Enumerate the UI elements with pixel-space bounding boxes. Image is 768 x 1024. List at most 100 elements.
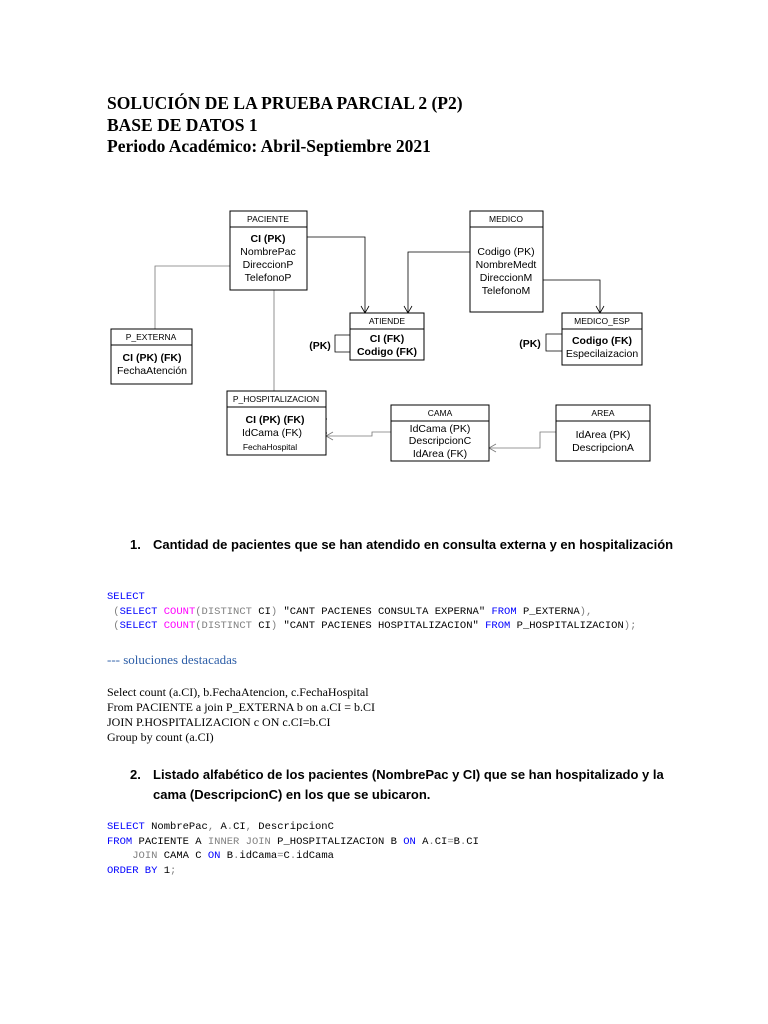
sql-token: CI	[434, 835, 448, 848]
sql-token: B	[220, 850, 234, 862]
sql-token: CI	[233, 821, 246, 833]
entity-attr: DireccionM	[480, 272, 533, 284]
sql-token: .	[289, 850, 297, 862]
sql-token: C	[283, 850, 290, 862]
sql-keyword: SELECT	[107, 591, 145, 603]
sql-token: .	[428, 835, 435, 848]
question-2: 2. Listado alfabético de los pacientes (…	[130, 765, 690, 805]
entity-area: AREA IdArea (PK) DescripcionA	[555, 404, 651, 462]
sql-token: (	[107, 620, 120, 632]
entity-attr: DescripcionA	[572, 442, 634, 454]
sql-token: .	[459, 835, 467, 848]
title-line-2: BASE DE DATOS 1	[107, 114, 258, 135]
entity-attr: CI (FK)	[370, 333, 404, 345]
entity-title: ATIENDE	[369, 316, 406, 326]
sql-token: CI	[251, 620, 271, 632]
sql-keyword: SELECT	[119, 620, 158, 632]
entity-title: AREA	[591, 408, 614, 418]
sql-keyword: SELECT	[107, 821, 145, 833]
entity-p-hospitalizacion: P_HOSPITALIZACION CI (PK) (FK) IdCama (F…	[226, 390, 327, 456]
sql-token: =	[277, 850, 284, 862]
pk-side-label: (PK)	[309, 340, 331, 352]
sql-token: CI	[251, 605, 271, 618]
entity-attr: TelefonoM	[482, 285, 530, 297]
sql-token: A	[214, 821, 227, 833]
entity-attr: IdCama (FK)	[242, 427, 302, 439]
sql-token: NombrePac	[144, 821, 208, 833]
question-text: Cantidad de pacientes que se han atendid…	[153, 537, 674, 552]
sql-token: )	[270, 605, 278, 618]
er-diagram: PACIENTE CI (PK) NombrePac DireccionP Te…	[110, 210, 651, 462]
sql-token: ,	[245, 821, 252, 833]
entity-attr: TelefonoP	[245, 272, 292, 284]
sql-token: )	[270, 620, 278, 632]
entity-attr: Codigo (FK)	[357, 346, 417, 358]
sql-token: CAMA C	[157, 850, 208, 862]
pk-bracket-medicoesp	[545, 333, 562, 352]
sql-query-1: SELECT (SELECT COUNT(DISTINCT CI) "CANT …	[107, 590, 636, 634]
sql-keyword: FROM	[107, 835, 133, 848]
document-title: SOLUCIÓN DE LA PRUEBA PARCIAL 2 (P2) BAS…	[107, 93, 463, 158]
sql-token: P_HOSPITALIZACION	[510, 620, 624, 632]
sql-keyword: ON	[207, 850, 221, 862]
entity-attr: CI (PK) (FK)	[246, 414, 305, 426]
sql-alias: "CANT PACIENES HOSPITALIZACION"	[277, 620, 486, 632]
student-solution: Select count (a.CI), b.FechaAtencion, c.…	[107, 685, 375, 745]
entity-medico: MEDICO Codigo (PK) NombreMedt DireccionM…	[469, 210, 544, 313]
entity-attr: Codigo (PK)	[477, 246, 534, 258]
sql-token: .	[233, 850, 240, 862]
sql-keyword: FROM	[485, 620, 511, 632]
title-line-1: SOLUCIÓN DE LA PRUEBA PARCIAL 2 (P2)	[107, 93, 463, 113]
entity-title: PACIENTE	[247, 214, 289, 224]
sql-token: ),	[579, 605, 593, 618]
sql-token: .	[226, 821, 234, 833]
sql-token: P_EXTERNA	[516, 605, 580, 618]
sql-token: idCama	[296, 850, 334, 862]
solution-line: From PACIENTE a join P_EXTERNA b on a.CI…	[107, 700, 375, 714]
sql-token: );	[623, 620, 637, 632]
entity-title: P_EXTERNA	[126, 332, 177, 342]
entity-attr: DescripcionC	[409, 435, 472, 447]
entity-atiende: ATIENDE CI (FK) Codigo (FK) (PK)	[309, 312, 425, 361]
sql-token: B	[453, 835, 460, 848]
sql-token: idCama	[239, 850, 278, 862]
rel-area-cama	[489, 431, 556, 449]
sql-alias: "CANT PACIENES CONSULTA EXPERNA"	[277, 605, 492, 618]
sql-token: (	[107, 605, 120, 618]
sql-token: =	[447, 835, 454, 848]
question-1: 1. Cantidad de pacientes que se han aten…	[130, 535, 690, 555]
sql-token: CI	[466, 835, 479, 848]
entity-attr: FechaHospital	[243, 442, 297, 452]
entity-p-externa: P_EXTERNA CI (PK) (FK) FechaAtención	[110, 328, 193, 385]
solution-line: JOIN P.HOSPITALIZACION c ON c.CI=b.CI	[107, 715, 331, 729]
sql-function: COUNT	[163, 605, 196, 618]
sql-keyword: JOIN	[132, 850, 158, 862]
entity-title: MEDICO	[489, 214, 523, 224]
entity-attr: FechaAtención	[117, 365, 187, 377]
rel-medico-medicoesp	[543, 279, 601, 313]
title-line-3: Periodo Académico: Abril-Septiembre 2021	[107, 136, 431, 156]
sql-token	[107, 850, 132, 862]
entity-cama: CAMA IdCama (PK) DescripcionC IdArea (FK…	[390, 404, 490, 462]
sql-query-2: SELECT NombrePac, A.CI, DescripcionC FRO…	[107, 820, 479, 878]
question-number: 2.	[130, 767, 141, 782]
highlighted-solutions-comment: --- soluciones destacadas	[107, 652, 237, 667]
sql-keyword: SELECT	[119, 605, 158, 618]
entity-attr: IdCama (PK)	[410, 423, 471, 435]
entity-attr: DireccionP	[243, 259, 294, 271]
entity-attr: NombreMedt	[476, 259, 537, 271]
entity-medico-esp: MEDICO_ESP Codigo (FK) Especilaizacion (…	[519, 312, 643, 366]
sql-token: DescripcionC	[251, 821, 334, 833]
rel-cama-phosp	[326, 431, 391, 437]
rel-medico-atiende	[407, 251, 470, 313]
sql-token: A	[415, 835, 429, 848]
entity-title: P_HOSPITALIZACION	[233, 394, 319, 404]
sql-token: (DISTINCT	[195, 605, 252, 618]
relationship-lines	[154, 236, 605, 453]
sql-token: PACIENTE A	[132, 835, 208, 848]
entity-attr: Codigo (FK)	[572, 335, 632, 347]
sql-token: ;	[170, 864, 177, 877]
entity-attr: NombrePac	[240, 246, 295, 258]
sql-token: (DISTINCT	[195, 620, 252, 632]
sql-token: ,	[207, 821, 215, 833]
